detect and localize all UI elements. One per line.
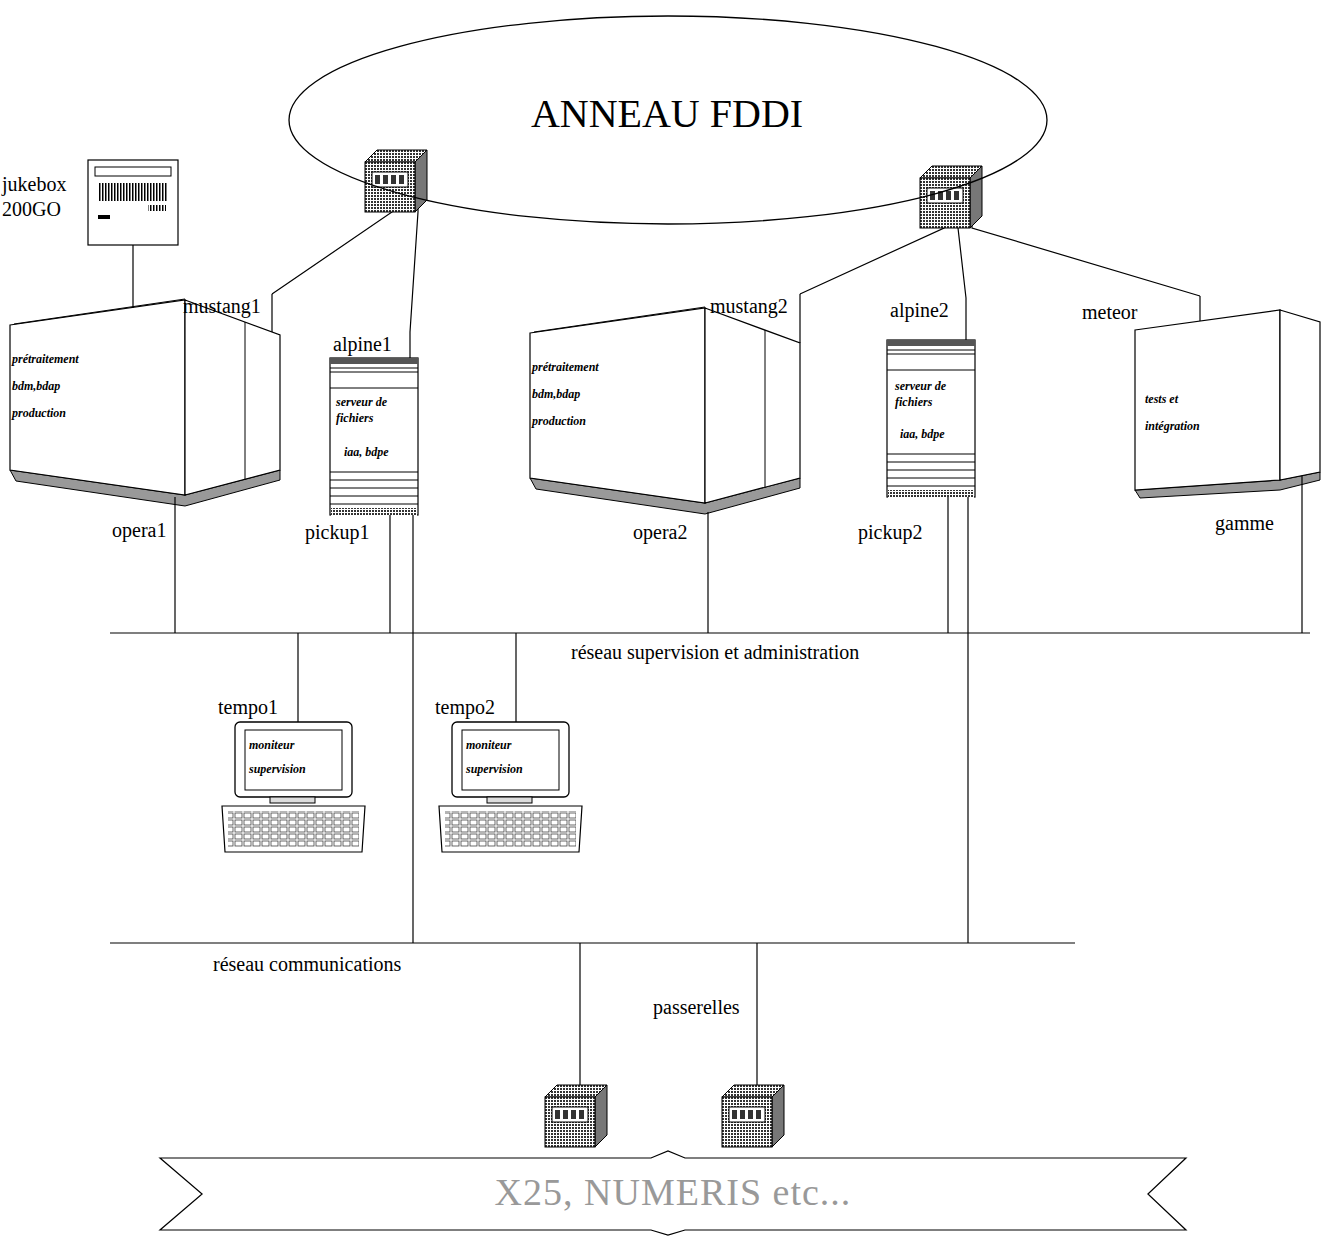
host-name: gamme	[1215, 511, 1274, 535]
host-name: pickup2	[858, 520, 922, 544]
network-link	[972, 182, 1200, 296]
network-label: réseau supervision et administration	[568, 640, 862, 664]
file-server-node: alpine1 serveur de fichiers iaa, bdpe picku…	[300, 332, 430, 547]
network-label: réseau communications	[210, 952, 404, 976]
role-text: iaa, bdpe	[900, 426, 945, 442]
host-name: alpine1	[333, 332, 392, 356]
test-cabinet	[1135, 310, 1320, 498]
ring-title: ANNEAU FDDI	[287, 90, 1047, 138]
role-text: moniteur supervision	[249, 733, 306, 781]
role-text: prétraitement bdm,bdap production	[12, 346, 79, 427]
workstation-node: tempo1 moniteur supervision	[216, 695, 368, 855]
host-name: mustang1	[183, 294, 261, 318]
server-node: mustang1 prétraitement bdm,bdap productio…	[8, 294, 284, 544]
file-server-tower	[330, 358, 418, 516]
monitor-workstation	[439, 722, 582, 852]
role-text: serveur de fichiers	[336, 394, 412, 426]
server-cabinet	[530, 307, 800, 514]
role-text: serveur de fichiers	[895, 378, 971, 410]
role-text: moniteur supervision	[466, 733, 523, 781]
monitor-workstation	[222, 722, 365, 852]
host-name: opera2	[633, 520, 687, 544]
gateway-device	[545, 1085, 607, 1147]
workstation-node: tempo2 moniteur supervision	[433, 695, 585, 855]
server-cabinet	[10, 299, 280, 506]
gateway-device	[722, 1085, 784, 1147]
test-server-node: meteor tests et intégration gamme	[1080, 296, 1325, 537]
network-label: passerelles	[650, 995, 743, 1019]
fddi-concentrator	[365, 150, 427, 212]
storage-node: jukebox 200GO	[2, 158, 182, 248]
host-name: tempo2	[435, 695, 495, 719]
server-node: mustang2 prétraitement bdm,bdap productio…	[528, 294, 813, 546]
file-server-tower	[887, 340, 975, 498]
file-server-node: alpine2 serveur de fichiers iaa, bdpe picku…	[855, 298, 985, 548]
network-wires	[110, 245, 1310, 1097]
host-name: meteor	[1082, 300, 1138, 324]
role-text: iaa, bdpe	[344, 444, 389, 460]
host-name: opera1	[112, 518, 166, 542]
network-link	[132, 248, 133, 294]
jukebox-device	[88, 160, 178, 245]
host-name: pickup1	[305, 520, 369, 544]
host-name: tempo1	[218, 695, 278, 719]
role-text: prétraitement bdm,bdap production	[532, 354, 599, 435]
wan-title: X25, NUMERIS etc...	[158, 1170, 1188, 1216]
wan-banner: X25, NUMERIS etc...	[158, 1150, 1190, 1236]
host-name: alpine2	[890, 298, 949, 322]
role-text: tests et intégration	[1145, 386, 1200, 440]
network-link	[410, 198, 418, 332]
ring-node: ANNEAU FDDI	[287, 14, 1049, 226]
host-name: mustang2	[710, 294, 788, 318]
fddi-concentrator	[920, 166, 982, 228]
device-name: jukebox 200GO	[2, 172, 88, 222]
